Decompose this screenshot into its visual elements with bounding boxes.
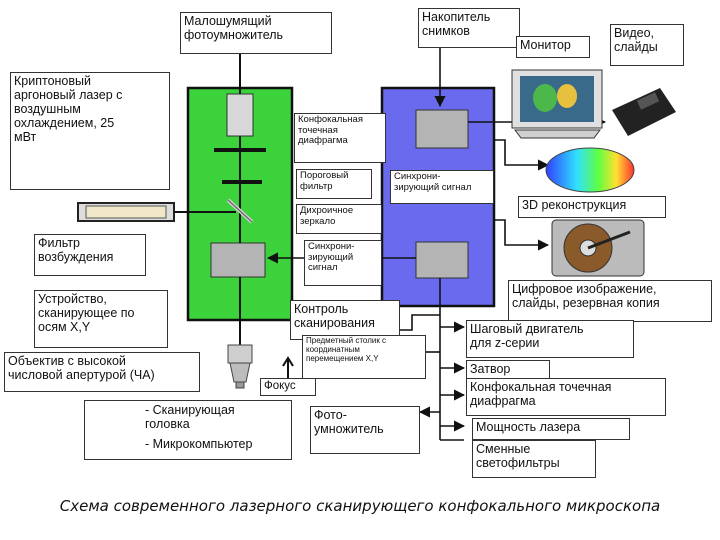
label-scanner-xy: Устройство, сканирующее по осям X,Y: [34, 290, 168, 348]
objective-lens-icon: [227, 344, 253, 389]
label-dichroic: Дихроичное зеркало: [296, 204, 382, 234]
hard-disk-icon: [551, 219, 645, 277]
label-stepper: Шаговый двигатель для z-серии: [466, 320, 634, 358]
label-laser-power: Мощность лазера: [472, 418, 630, 440]
3d-reconstruction-icon: [545, 147, 635, 193]
monitor-icon: [511, 69, 603, 139]
label-stage: Предметный столик с координатным перемещ…: [302, 335, 426, 379]
label-barrier-filter: Пороговый фильтр: [296, 169, 372, 199]
computer-gray-block-top: [415, 109, 469, 149]
video-camera-icon: [612, 88, 676, 136]
label-image-store: Накопитель снимков: [418, 8, 520, 48]
label-laser: Криптоновый аргоновый лазер с воздушным …: [10, 72, 170, 190]
label-video: Видео, слайды: [610, 24, 684, 66]
label-pinhole: Конфокальная точечная диафрагма: [294, 113, 386, 163]
label-scan-control: Контроль сканирования: [290, 300, 400, 340]
laser-tube-icon: [77, 202, 236, 222]
scanner-gray-block: [210, 242, 266, 278]
label-3d-reconstruction: 3D реконструкция: [518, 196, 666, 218]
label-filters-swap: Сменные светофильтры: [472, 440, 596, 478]
label-pinhole-right: Конфокальная точечная диафрагма: [466, 378, 666, 416]
label-pmt-low-noise: Малошумящий фотоумножитель: [180, 12, 332, 54]
label-shutter: Затвор: [466, 360, 550, 380]
label-sync-signal-blue: Синхрони- зирующий сигнал: [390, 170, 494, 204]
legend-scan-head-label: - Сканирующая головка: [145, 403, 235, 431]
label-objective: Объектив с высокой числовой апертурой (Ч…: [4, 352, 200, 392]
label-pmt: Фото- умножитель: [310, 406, 420, 454]
label-monitor: Монитор: [516, 36, 590, 58]
label-excitation-filter: Фильтр возбуждения: [34, 234, 146, 276]
legend-box: [84, 400, 292, 460]
figure-caption: Схема современного лазерного сканирующег…: [59, 497, 661, 515]
legend-computer-label: - Микрокомпьютер: [145, 437, 253, 451]
pmt-tube-icon: [226, 93, 254, 137]
computer-gray-block-bottom: [415, 241, 469, 279]
label-digital-image: Цифровое изображение, слайды, резервная …: [508, 280, 712, 322]
connector-lines: [266, 48, 607, 441]
label-sync-signal-mid: Синхрони- зирующий сигнал: [304, 240, 382, 286]
label-focus: Фокус: [260, 378, 316, 396]
